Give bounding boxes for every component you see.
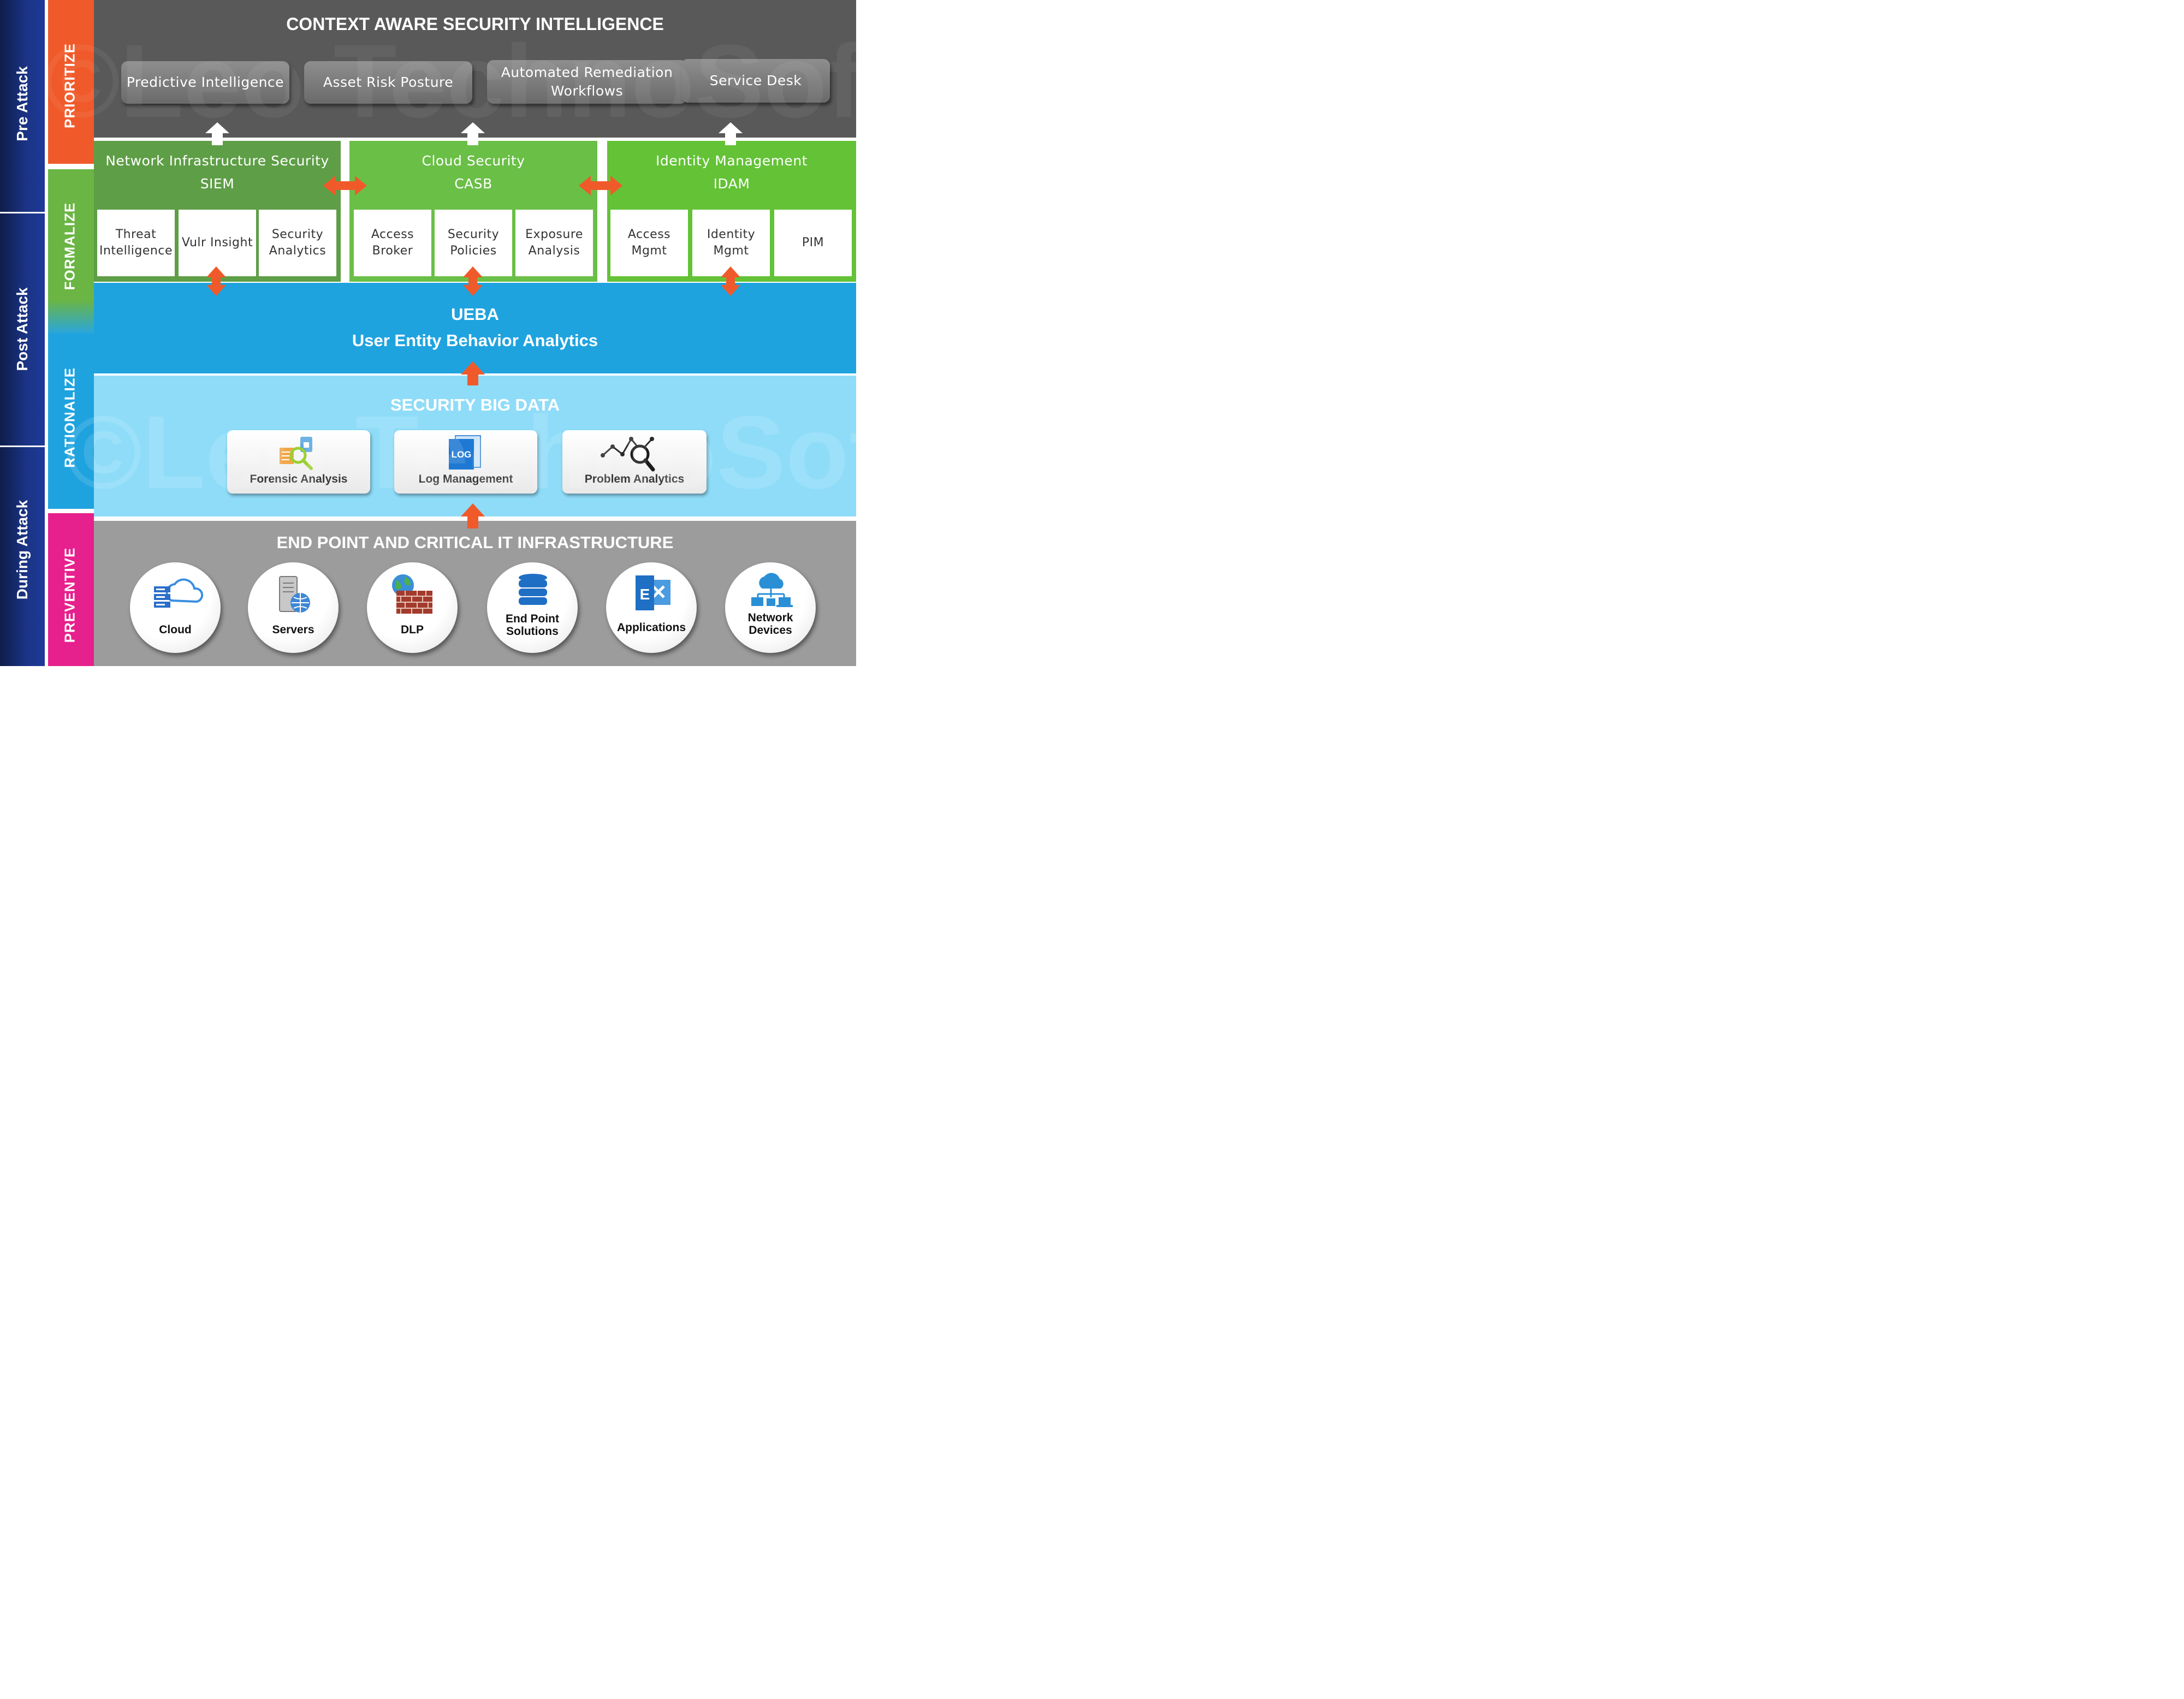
up-arrow-white (205, 122, 229, 145)
circle-label: Servers (272, 623, 314, 636)
circle-label: DLP (401, 623, 424, 636)
card-label: Forensic Analysis (250, 473, 348, 485)
stage-rationalize-bar (48, 333, 94, 509)
firewall-globe-icon (392, 574, 432, 614)
double-arrow-orange (579, 176, 622, 195)
infrastructure-endpoint: End Point Solutions (487, 562, 578, 653)
double-arrow-orange (463, 266, 483, 296)
group-cell: Exposure Analysis (515, 210, 593, 276)
group-title: Network Infrastructure Security (105, 153, 329, 169)
group-title: Cloud Security (422, 153, 525, 169)
infrastructure-applications: E Applications (606, 562, 697, 653)
forensic-analysis-icon (280, 437, 313, 470)
big-data-band: SECURITY BIG DATA Forensic Analysis LOG … (94, 376, 856, 516)
intelligence-band: CONTEXT AWARE SECURITY INTELLIGENCE Pred… (94, 0, 856, 138)
infrastructure-dlp: DLP (367, 562, 458, 653)
server-icon (279, 576, 310, 613)
group-cell: Security Policies (435, 210, 512, 276)
infrastructure-network: Network Devices (725, 562, 816, 653)
group-cell: Vulr Insight (179, 210, 256, 276)
phase-column (0, 0, 45, 666)
exchange-icon-text: E (640, 586, 650, 603)
ueba-subtitle: User Entity Behavior Analytics (352, 331, 598, 350)
stage-formalize-bar (48, 169, 94, 333)
exchange-icon: E (636, 575, 670, 610)
double-arrow-orange (206, 266, 226, 296)
up-arrow-white (719, 122, 743, 145)
circle-label: Cloud (159, 623, 192, 636)
big-data-card-forensic: Forensic Analysis (227, 430, 370, 494)
group-subtitle: IDAM (713, 176, 750, 192)
infrastructure-band: END POINT AND CRITICAL IT INFRASTRUCTURE… (94, 521, 856, 666)
big-data-title: SECURITY BIG DATA (390, 395, 560, 414)
group-subtitle: CASB (454, 176, 492, 192)
group-cell: Access Broker (354, 210, 431, 276)
infrastructure-servers: Servers (248, 562, 339, 653)
card-label: Problem Analytics (584, 473, 685, 485)
up-arrow-orange (461, 361, 485, 385)
database-icon (519, 574, 547, 605)
circle-label: Network Devices (747, 611, 793, 637)
stage-prioritize-bar (48, 0, 94, 164)
problem-analytics-icon (601, 437, 655, 472)
intelligence-item: Automated Remediation Workflows (487, 60, 687, 104)
log-management-icon: LOG (449, 435, 481, 470)
up-arrow-orange (461, 503, 485, 528)
card-label: Log Management (418, 473, 513, 485)
formalize-band: Network Infrastructure Security SIEM Thr… (94, 138, 856, 283)
arrows-layer (205, 122, 743, 528)
big-data-card-log: LOG Log Management (394, 430, 537, 494)
infrastructure-title: END POINT AND CRITICAL IT INFRASTRUCTURE (276, 533, 674, 552)
up-arrow-white (461, 122, 485, 145)
ueba-title: UEBA (451, 305, 499, 324)
group-cell: Identity Mgmt (692, 210, 770, 276)
stage-preventive-bar (48, 513, 94, 666)
circle-label: End Point Solutions (506, 613, 559, 638)
double-arrow-orange (323, 176, 367, 195)
group-cell: Security Analytics (259, 210, 336, 276)
group-identity-management: Identity Management IDAM Access Mgmt Ide… (607, 141, 856, 282)
log-icon-text: LOG (452, 449, 472, 460)
intelligence-title: CONTEXT AWARE SECURITY INTELLIGENCE (286, 14, 664, 34)
group-cell: Threat Intelligence (97, 210, 175, 276)
circle-label: Applications (616, 621, 686, 634)
cloud-server-icon (154, 578, 204, 608)
group-subtitle: SIEM (200, 176, 235, 192)
intelligence-item: Asset Risk Posture (304, 61, 472, 104)
group-cloud-security: Cloud Security CASB Access Broker Securi… (349, 141, 597, 282)
phase-divider (0, 212, 45, 213)
network-devices-icon (751, 573, 793, 607)
ueba-band: UEBA User Entity Behavior Analytics (94, 283, 856, 373)
big-data-card-problem: Problem Analytics (562, 430, 707, 494)
group-title: Identity Management (656, 153, 808, 169)
double-arrow-orange (721, 266, 740, 296)
group-network-infrastructure: Network Infrastructure Security SIEM Thr… (94, 141, 341, 282)
intelligence-item: Predictive Intelligence (121, 61, 289, 104)
phase-divider (0, 445, 45, 447)
group-cell: Access Mgmt (610, 210, 688, 276)
group-cell: PIM (774, 210, 852, 276)
intelligence-item: Service Desk (681, 59, 830, 103)
infrastructure-cloud: Cloud (130, 562, 221, 653)
